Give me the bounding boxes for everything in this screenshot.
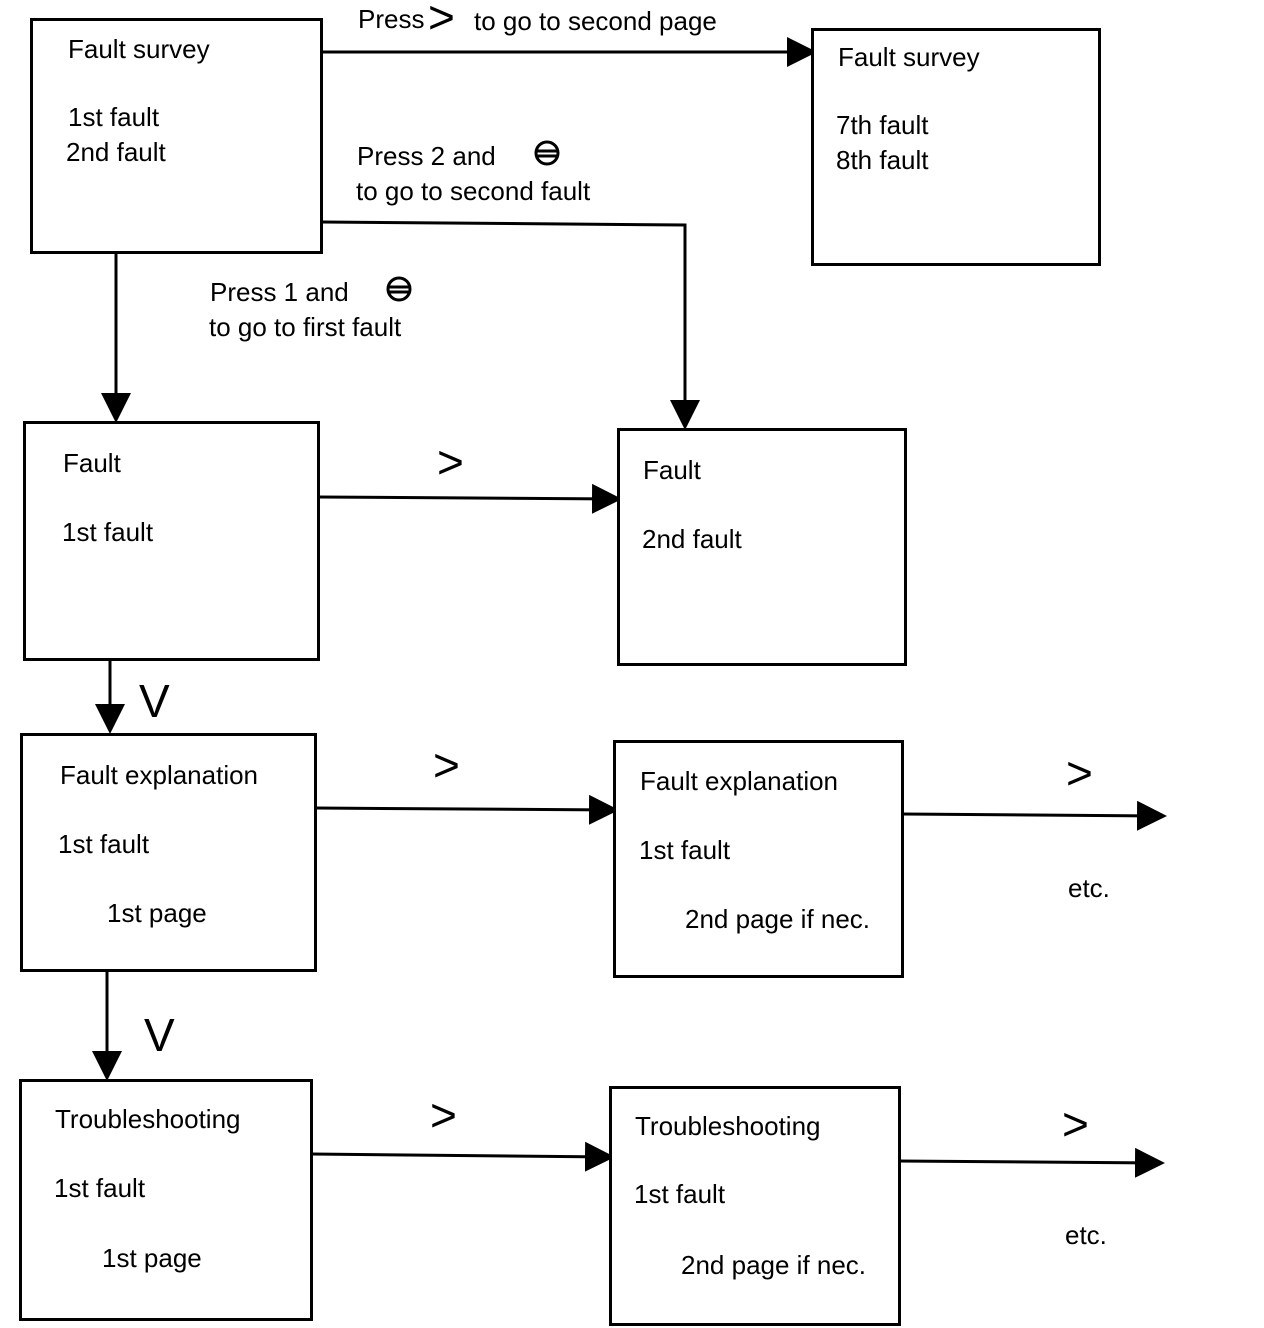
box-title: Troubleshooting: [635, 1111, 821, 1141]
box-line: 2nd page if nec.: [681, 1250, 867, 1280]
arrow-expl2-etc: [901, 800, 1167, 831]
box-line: 7th fault: [836, 110, 929, 140]
label-press-1-desc: to go to first fault: [209, 312, 402, 342]
arrow-expl1-to-expl2: [314, 794, 619, 825]
next-symbol: >: [437, 436, 464, 488]
box-fault-explanation-1: [20, 733, 317, 972]
next-symbol: >: [1066, 747, 1093, 799]
arrow-survey-to-fault2: [321, 220, 700, 430]
next-arrow-symbol: >: [428, 0, 455, 43]
box-title: Fault survey: [838, 42, 980, 72]
arrow-fault1-to-fault2: [317, 483, 622, 514]
box-line: 2nd fault: [642, 524, 742, 554]
box-fault-survey-page2: [811, 28, 1101, 266]
label-press-2: Press 2 and: [357, 141, 496, 171]
down-symbol: V: [144, 1009, 175, 1061]
etc-label: etc.: [1068, 873, 1110, 903]
box-title: Fault explanation: [640, 766, 839, 796]
box-title: Fault explanation: [60, 760, 259, 790]
box-fault-explanation-2: [613, 740, 904, 978]
label-press-next-desc: to go to second page: [474, 6, 717, 36]
box-troubleshooting-1: [19, 1079, 313, 1321]
box-line: 8th fault: [836, 145, 929, 175]
etc-label: etc.: [1065, 1220, 1107, 1250]
arrow-trouble1-to-trouble2: [310, 1141, 615, 1172]
next-symbol: >: [1062, 1098, 1089, 1150]
box-fault-1: [23, 421, 320, 661]
box-line: 1st fault: [58, 829, 150, 859]
down-symbol: V: [139, 675, 170, 727]
box-line: 2nd page if nec.: [685, 904, 871, 934]
box-fault-survey-page1: [30, 18, 323, 254]
box-line: 1st page: [102, 1243, 202, 1273]
box-line: 1st fault: [634, 1179, 726, 1209]
next-symbol: >: [433, 739, 460, 791]
box-title: Troubleshooting: [55, 1104, 241, 1134]
box-title: Fault survey: [68, 34, 210, 64]
box-line: 1st fault: [68, 102, 160, 132]
label-press-2-desc: to go to second fault: [356, 176, 591, 206]
box-line: 1st page: [107, 898, 207, 928]
box-title: Fault: [63, 448, 121, 478]
next-symbol: >: [430, 1089, 457, 1141]
label-press-next: Press: [358, 4, 425, 34]
box-line: 2nd fault: [66, 137, 166, 167]
box-title: Fault: [643, 455, 701, 485]
box-troubleshooting-2: [609, 1086, 901, 1326]
box-line: 1st fault: [62, 517, 154, 547]
arrow-trouble2-etc: [897, 1147, 1165, 1178]
enter-key-icon: [386, 276, 412, 302]
box-line: 1st fault: [639, 835, 731, 865]
box-line: 1st fault: [54, 1173, 146, 1203]
enter-key-icon: [534, 140, 560, 166]
label-press-1: Press 1 and: [210, 277, 349, 307]
box-fault-2: [617, 428, 907, 666]
